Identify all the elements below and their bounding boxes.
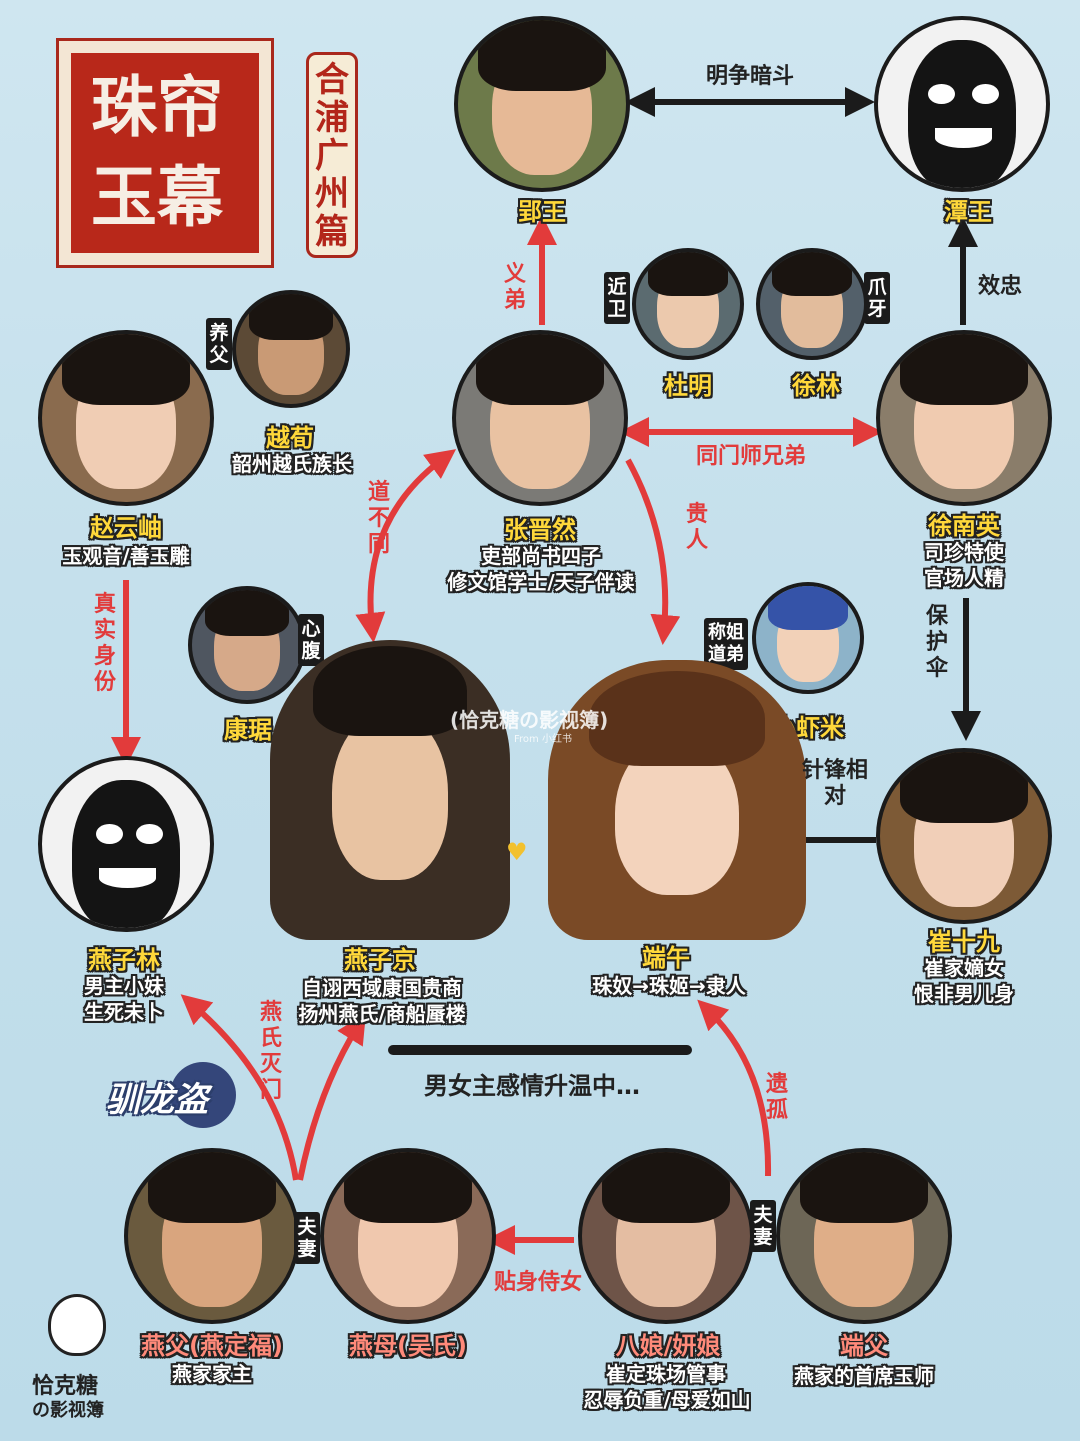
portrait-zhaoyunxiu xyxy=(38,330,214,506)
caption: 男女主感情升温中… xyxy=(424,1072,640,1100)
relation-yanshi: 燕氏灭门 xyxy=(259,1000,282,1103)
watermark: (恰克糖の影视簿) xyxy=(450,708,609,732)
relation-baohusan: 保护伞 xyxy=(925,604,948,681)
desc-yanzilin-2: 生死未卜 xyxy=(84,1000,164,1024)
portrait-duming xyxy=(632,248,744,360)
desc-zhangjinran-1: 吏部尚书四子 xyxy=(481,544,601,568)
tag-kangju: 心腹 xyxy=(298,614,324,666)
divider-bar xyxy=(388,1045,692,1055)
name-yingwang: 郢王 xyxy=(518,198,566,226)
desc-baniang-1: 崔定珠场管事 xyxy=(606,1362,726,1386)
title-line-2: 玉幕 xyxy=(91,158,223,236)
tag-xulin: 爪牙 xyxy=(864,272,890,324)
avatar-icon xyxy=(48,1294,106,1356)
relation-zhenshi: 真实身份 xyxy=(93,592,116,695)
tag-fuqi-yan: 夫妻 xyxy=(294,1212,320,1264)
arrow-yanshi-left xyxy=(180,994,299,1181)
desc-yanzijing-1: 自诩西域康国贵商 xyxy=(302,976,462,1000)
name-duming: 杜明 xyxy=(664,372,712,400)
name-yanmu: 燕母(吴氏) xyxy=(349,1332,467,1360)
name-yanzilin: 燕子林 xyxy=(88,946,160,974)
relation-xiaozhong: 效忠 xyxy=(978,274,1023,299)
desc-duanfu: 燕家的首席玉师 xyxy=(794,1364,934,1388)
name-cuishijiu: 崔十九 xyxy=(928,928,1000,956)
relation-zhenfeng: 针锋相对 xyxy=(801,758,868,809)
arrow-daobutong xyxy=(355,449,457,643)
relation-daobutong: 道不同 xyxy=(367,480,390,557)
portrait-tanwang xyxy=(874,16,1050,192)
name-kangju: 康琚 xyxy=(224,716,272,744)
portrait-xiaoxiami xyxy=(752,582,864,694)
portrait-yanmu xyxy=(320,1148,496,1324)
name-yanfu: 燕父(燕定福) xyxy=(141,1332,283,1360)
portrait-xunanying xyxy=(876,330,1052,506)
tag-yuexun: 养父 xyxy=(206,318,232,370)
name-yanzijing: 燕子京 xyxy=(344,946,416,974)
relation-tieshen: 贴身侍女 xyxy=(493,1270,582,1295)
tag-duming: 近卫 xyxy=(604,272,630,324)
desc-yuexun: 韶州越氏族长 xyxy=(232,452,352,476)
portrait-duanwu xyxy=(548,660,806,940)
relation-yidi: 义弟 xyxy=(503,262,526,313)
portrait-baniang xyxy=(578,1148,754,1324)
portrait-yingwang xyxy=(454,16,630,192)
tag-fuqi-duan: 夫妻 xyxy=(750,1200,776,1252)
title-seal: 珠帘 玉幕 xyxy=(56,38,274,268)
relation-yigu: 遗孤 xyxy=(765,1072,788,1123)
desc-yanzijing-2: 扬州燕氏/商船蜃楼 xyxy=(298,1002,466,1026)
name-zhangjinran: 张晋然 xyxy=(504,516,576,544)
portrait-yanzijing xyxy=(270,640,510,940)
name-duanfu: 端父 xyxy=(840,1332,888,1360)
portrait-yanzilin xyxy=(38,756,214,932)
desc-cuishijiu-2: 恨非男儿身 xyxy=(914,982,1014,1006)
arrow-yanshi-right xyxy=(297,1013,366,1181)
relation-mingzheng: 明争暗斗 xyxy=(705,64,794,89)
badge-text: 驯龙盗 xyxy=(106,1080,208,1120)
badge-xunlongdao: 驯龙盗 xyxy=(100,1058,250,1128)
relation-tongmen: 同门师兄弟 xyxy=(695,444,806,469)
desc-yanfu: 燕家家主 xyxy=(172,1362,252,1386)
desc-zhaoyunxiu: 玉观音/善玉雕 xyxy=(62,544,190,568)
name-zhaoyunxiu: 赵云岫 xyxy=(90,514,162,542)
watermark-small: From 小红书 xyxy=(514,734,572,745)
logo-line-2: の影视簿 xyxy=(32,1400,104,1421)
desc-baniang-2: 忍辱负重/母爱如山 xyxy=(583,1388,751,1412)
logo-line-1: 恰克糖 xyxy=(32,1374,99,1399)
tag-xiaoxiami: 称姐道弟 xyxy=(704,618,748,670)
portrait-yanfu xyxy=(124,1148,300,1324)
name-yuexun: 越荀 xyxy=(266,424,314,452)
name-xunanying: 徐南英 xyxy=(928,512,1000,540)
name-duanwu: 端午 xyxy=(642,944,690,972)
portrait-kangju xyxy=(188,586,306,704)
relation-guiren: 贵人 xyxy=(685,502,708,553)
title-line-1: 珠帘 xyxy=(91,68,223,146)
portrait-yuexun xyxy=(232,290,350,408)
desc-xunanying-1: 司珍特使 xyxy=(924,540,1004,564)
arrow-guiren xyxy=(625,458,681,645)
author-logo: 恰克糖 の影视簿 xyxy=(26,1290,122,1430)
name-tanwang: 潭王 xyxy=(944,198,992,226)
desc-cuishijiu-1: 崔家嫡女 xyxy=(924,956,1004,980)
desc-zhangjinran-2: 修文馆学士/天子伴读 xyxy=(447,570,635,594)
heart-icon: ♥ xyxy=(506,838,528,866)
name-xulin: 徐林 xyxy=(792,372,840,400)
desc-xunanying-2: 官场人精 xyxy=(924,566,1004,590)
portrait-duanfu xyxy=(776,1148,952,1324)
portrait-zhangjinran xyxy=(452,330,628,506)
desc-duanwu: 珠奴→珠姬→隶人 xyxy=(592,974,746,998)
portrait-xulin xyxy=(756,248,868,360)
arrow-yigu xyxy=(697,999,772,1177)
portrait-cuishijiu xyxy=(876,748,1052,924)
subtitle: 合浦广州篇 xyxy=(306,52,358,258)
desc-yanzilin-1: 男主小妹 xyxy=(84,974,164,998)
name-baniang: 八娘/妍娘 xyxy=(615,1332,721,1360)
